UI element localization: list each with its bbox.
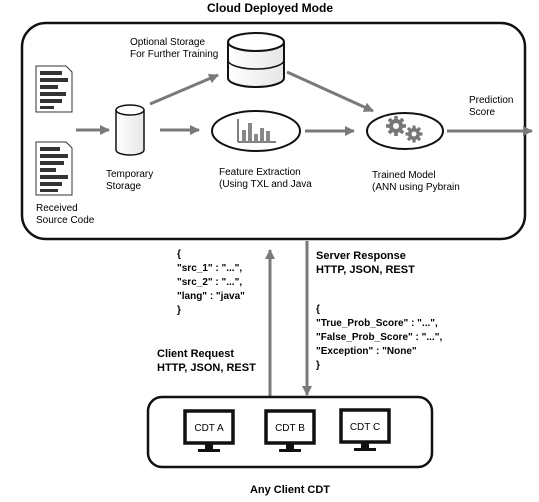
client-request-title: Client Request HTTP, JSON, REST [157,348,256,374]
client-cdt-c[interactable]: CDT C [339,408,391,451]
optional-storage-database-icon [227,32,285,88]
client-label: CDT C [350,422,380,433]
server-response-json: { "True_Prob_Score" : "...", "False_Prob… [316,304,445,371]
arrow-storage-to-optional [149,73,219,106]
client-label: CDT A [194,423,224,434]
client-cdt-a[interactable]: CDT A [183,409,235,452]
gears-icon [386,116,423,143]
prediction-score-label: Prediction Score [469,95,516,118]
temporary-storage-database-icon [115,104,145,156]
client-cdt-b[interactable]: CDT B [264,409,316,452]
diagram-footer: Any Client CDT [250,484,330,496]
client-label: CDT B [275,423,305,434]
source-code-document-icon [35,65,73,113]
bar-chart-icon [237,119,276,143]
optional-storage-label: Optional Storage For Further Training [130,37,218,60]
received-source-label: Received Source Code [36,203,95,226]
source-code-document-icon-2 [35,141,73,196]
monitor-icon [264,409,316,445]
trained-model-node [366,112,444,150]
arrow-optional-to-model [286,70,374,113]
temporary-storage-label: Temporary Storage [106,169,156,192]
feature-extraction-label: Feature Extraction (Using TXL and Java [219,167,312,190]
server-response-title: Server Response HTTP, JSON, REST [316,250,415,276]
feature-extraction-node [211,110,301,152]
monitor-icon [339,408,391,444]
client-request-json: { "src_1" : "...", "src_2" : "...", "lan… [177,249,248,316]
trained-model-label: Trained Model (ANN using Pybrain [372,170,460,193]
diagram-title: Cloud Deployed Mode [207,1,333,15]
